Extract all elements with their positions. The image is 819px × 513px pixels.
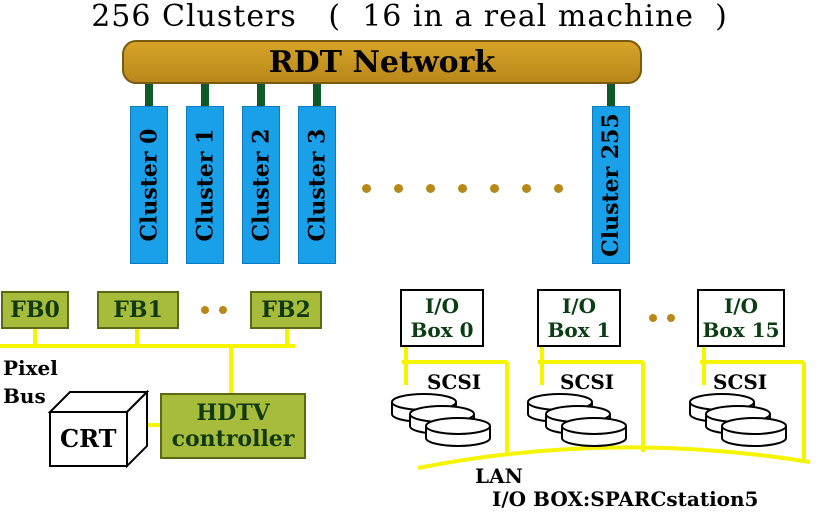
fb-ellipsis-dot	[219, 306, 227, 314]
fb2-label: FB2	[261, 297, 311, 323]
io-box-1-line1: I/O	[561, 294, 597, 318]
io-box-1: I/O Box 1	[537, 289, 621, 347]
hdtv-label-line1: HDTV	[196, 400, 270, 426]
pixel-bus-label-line2: Bus	[3, 384, 46, 408]
io-box-15-line1: I/O	[723, 294, 759, 318]
cluster-2: Cluster 2	[242, 106, 280, 264]
io-box-15: I/O Box 15	[697, 289, 785, 347]
hdtv-label-line2: controller	[171, 426, 295, 452]
cluster-1-connector	[201, 84, 209, 106]
io-box-15-line2: Box 15	[702, 318, 780, 342]
pixel-bus-label-line1: Pixel	[3, 356, 58, 380]
ellipsis-dot	[522, 184, 531, 193]
fb2-box: FB2	[250, 291, 322, 329]
disks-group-0	[391, 393, 491, 447]
fb1-box: FB1	[97, 291, 179, 329]
diagram-title: 256 Clusters ( 16 in a real machine )	[91, 0, 728, 34]
iobox-ellipsis-dot	[667, 314, 675, 322]
fb0-box: FB0	[1, 291, 69, 329]
cluster-0: Cluster 0	[130, 106, 168, 264]
footnote: I/O BOX:SPARCstation5	[492, 487, 759, 511]
iobox-ellipsis-dot	[649, 314, 657, 322]
cluster-3-connector	[313, 84, 321, 106]
cluster-1: Cluster 1	[186, 106, 224, 264]
cluster-0-connector	[145, 84, 153, 106]
lan-label: LAN	[475, 464, 523, 488]
ellipsis-dot	[362, 184, 371, 193]
ellipsis-dot	[458, 184, 467, 193]
ellipsis-dot	[426, 184, 435, 193]
disks-group-1	[527, 393, 627, 447]
io-box-0-line1: I/O	[424, 294, 460, 318]
io-box-0-line2: Box 0	[410, 318, 474, 342]
fb1-label: FB1	[113, 297, 163, 323]
scsi-label-1: SCSI	[560, 370, 615, 394]
ellipsis-dot	[554, 184, 563, 193]
ellipsis-dot	[394, 184, 403, 193]
hdtv-controller-box: HDTV controller	[160, 393, 306, 459]
fb-ellipsis-dot	[201, 306, 209, 314]
fb0-label: FB0	[10, 297, 60, 323]
crt-label: CRT	[60, 424, 117, 453]
ellipsis-dot	[490, 184, 499, 193]
io-box-1-line2: Box 1	[547, 318, 611, 342]
cluster-3: Cluster 3	[298, 106, 336, 264]
scsi-label-15: SCSI	[713, 370, 768, 394]
scsi-label-0: SCSI	[427, 370, 482, 394]
cluster-255-connector	[607, 84, 615, 106]
rdt-network-bar: RDT Network	[122, 40, 642, 84]
disks-group-15	[689, 393, 787, 447]
cluster-2-connector	[257, 84, 265, 106]
cluster-255: Cluster 255	[592, 106, 630, 264]
crt-box	[47, 389, 150, 469]
rdt-network-label: RDT Network	[268, 44, 496, 80]
lan-line	[417, 445, 811, 470]
io-box-0: I/O Box 0	[400, 289, 484, 347]
